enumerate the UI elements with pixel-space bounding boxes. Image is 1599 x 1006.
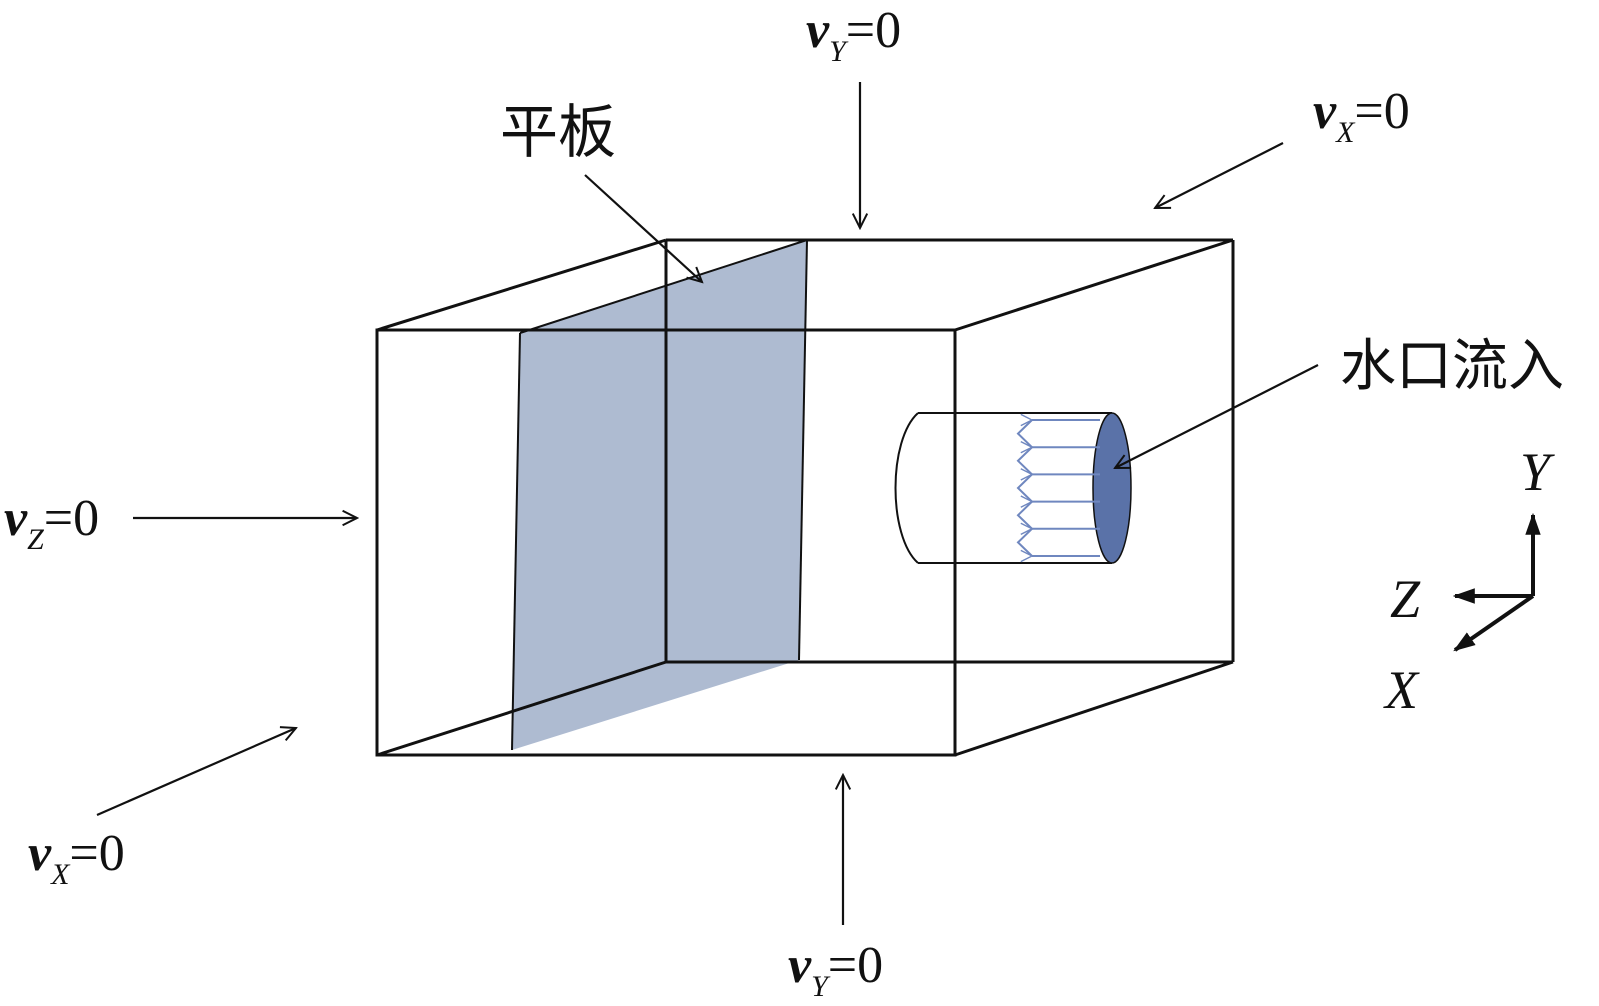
inflow-velocity-arrows [1016, 419, 1100, 557]
box-depth-edges [376, 238, 1234, 757]
flow-profile-zigzag [1016, 419, 1034, 557]
arrow-plate [584, 174, 702, 282]
plate-edges [511, 239, 808, 751]
plate-surface [512, 240, 807, 750]
box-back-edges [664, 238, 1235, 664]
axis-x-line [1453, 594, 1535, 652]
arrow-vx-bottom-left [96, 728, 296, 817]
inlet-label: 水口流入 [1340, 334, 1564, 399]
axis-z-label: Z [1390, 569, 1421, 629]
axis-y-label: Y [1520, 442, 1555, 502]
box-front-face [375, 328, 957, 757]
arrow-inlet [1115, 364, 1319, 468]
bc-label-vy-bottom: vY=0 [788, 937, 883, 1003]
inlet-cylinder [894, 412, 1132, 564]
axis-x-label: X [1383, 660, 1420, 720]
plate-label: 平板 [500, 98, 616, 166]
bc-label-vx-top-right: vX=0 [1313, 83, 1410, 149]
arrow-vx-top-right [1155, 142, 1284, 208]
coordinate-axes: Y Z X [1383, 442, 1555, 720]
bc-label-vz-left: vZ=0 [4, 490, 99, 556]
pointer-arrows [96, 82, 1319, 925]
bc-label-vy-top: vY=0 [806, 2, 901, 68]
inlet-opening [1092, 412, 1132, 564]
bc-label-vx-bottom-left: vX=0 [28, 825, 125, 891]
